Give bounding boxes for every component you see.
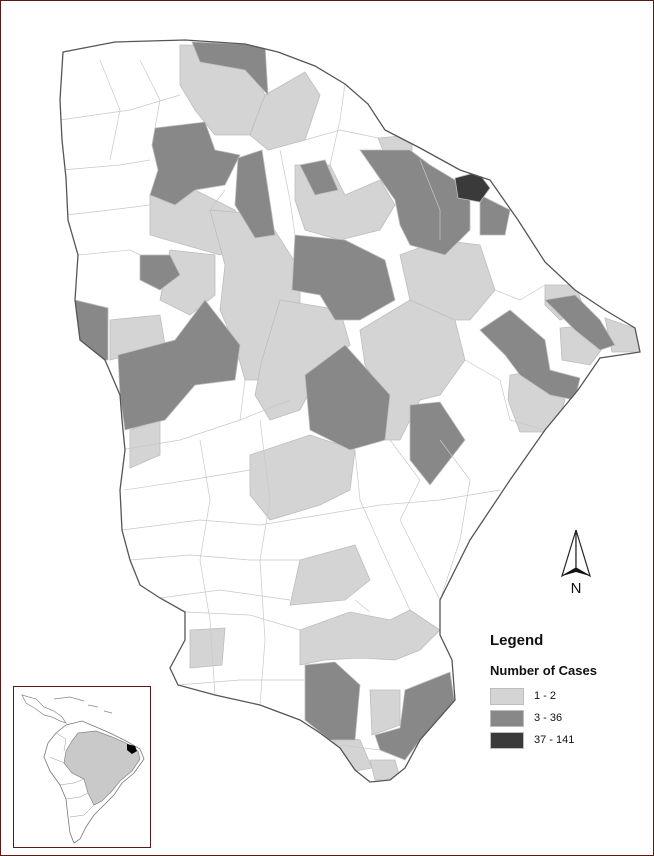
municipality-light [189,627,226,669]
municipality-light [249,434,356,521]
legend-swatch-3-36 [490,709,524,727]
municipality-medium [74,299,109,361]
municipality-medium [149,121,241,206]
municipality-light [369,759,401,781]
municipality-medium [544,294,616,351]
municipality-medium [304,661,361,741]
municipality-medium [139,254,181,291]
legend-swatch-1-2 [490,687,524,705]
municipality-medium [234,149,276,239]
municipality-medium [304,344,391,451]
legend-label-1-2: 1 - 2 [534,690,557,702]
legend-row-37-141: 37 - 141 [490,730,597,750]
legend-title: Legend [490,632,544,649]
ceara-state [59,39,641,783]
municipality-medium [374,671,456,761]
north-arrow-icon [560,529,592,578]
north-arrow: N [556,528,596,598]
north-label: N [570,580,582,597]
municipality-light [254,299,351,421]
brazil-shape [63,730,141,806]
south-america-locator [21,694,145,844]
legend-row-3-36: 3 - 36 [490,708,597,728]
inset-locator-map [13,686,151,848]
municipal-boundaries [60,59,546,751]
municipality-medium [117,299,241,431]
class-3-36-municipalities [74,41,616,761]
municipality-medium [359,149,471,256]
caribbean-islands [53,696,113,714]
legend-label-3-36: 3 - 36 [534,712,563,724]
municipality-light [299,609,441,666]
municipality-medium [291,234,396,321]
ceara-highlight [127,744,137,754]
legend: Legend Number of Cases 1 - 2 3 - 36 37 -… [490,632,597,752]
central-america-outline [21,694,67,724]
country-borders [49,732,95,818]
legend-label-37-141: 37 - 141 [534,734,575,746]
legend-swatch-37-141 [490,731,524,749]
municipalities [60,41,640,781]
municipality-light [289,544,371,606]
state-outline [59,39,641,783]
legend-subtitle: Number of Cases [490,663,597,678]
municipality-medium [409,401,466,486]
legend-row-1-2: 1 - 2 [490,686,597,706]
municipality-medium [479,309,581,401]
municipality-medium [479,194,511,236]
municipality-medium [299,159,339,196]
